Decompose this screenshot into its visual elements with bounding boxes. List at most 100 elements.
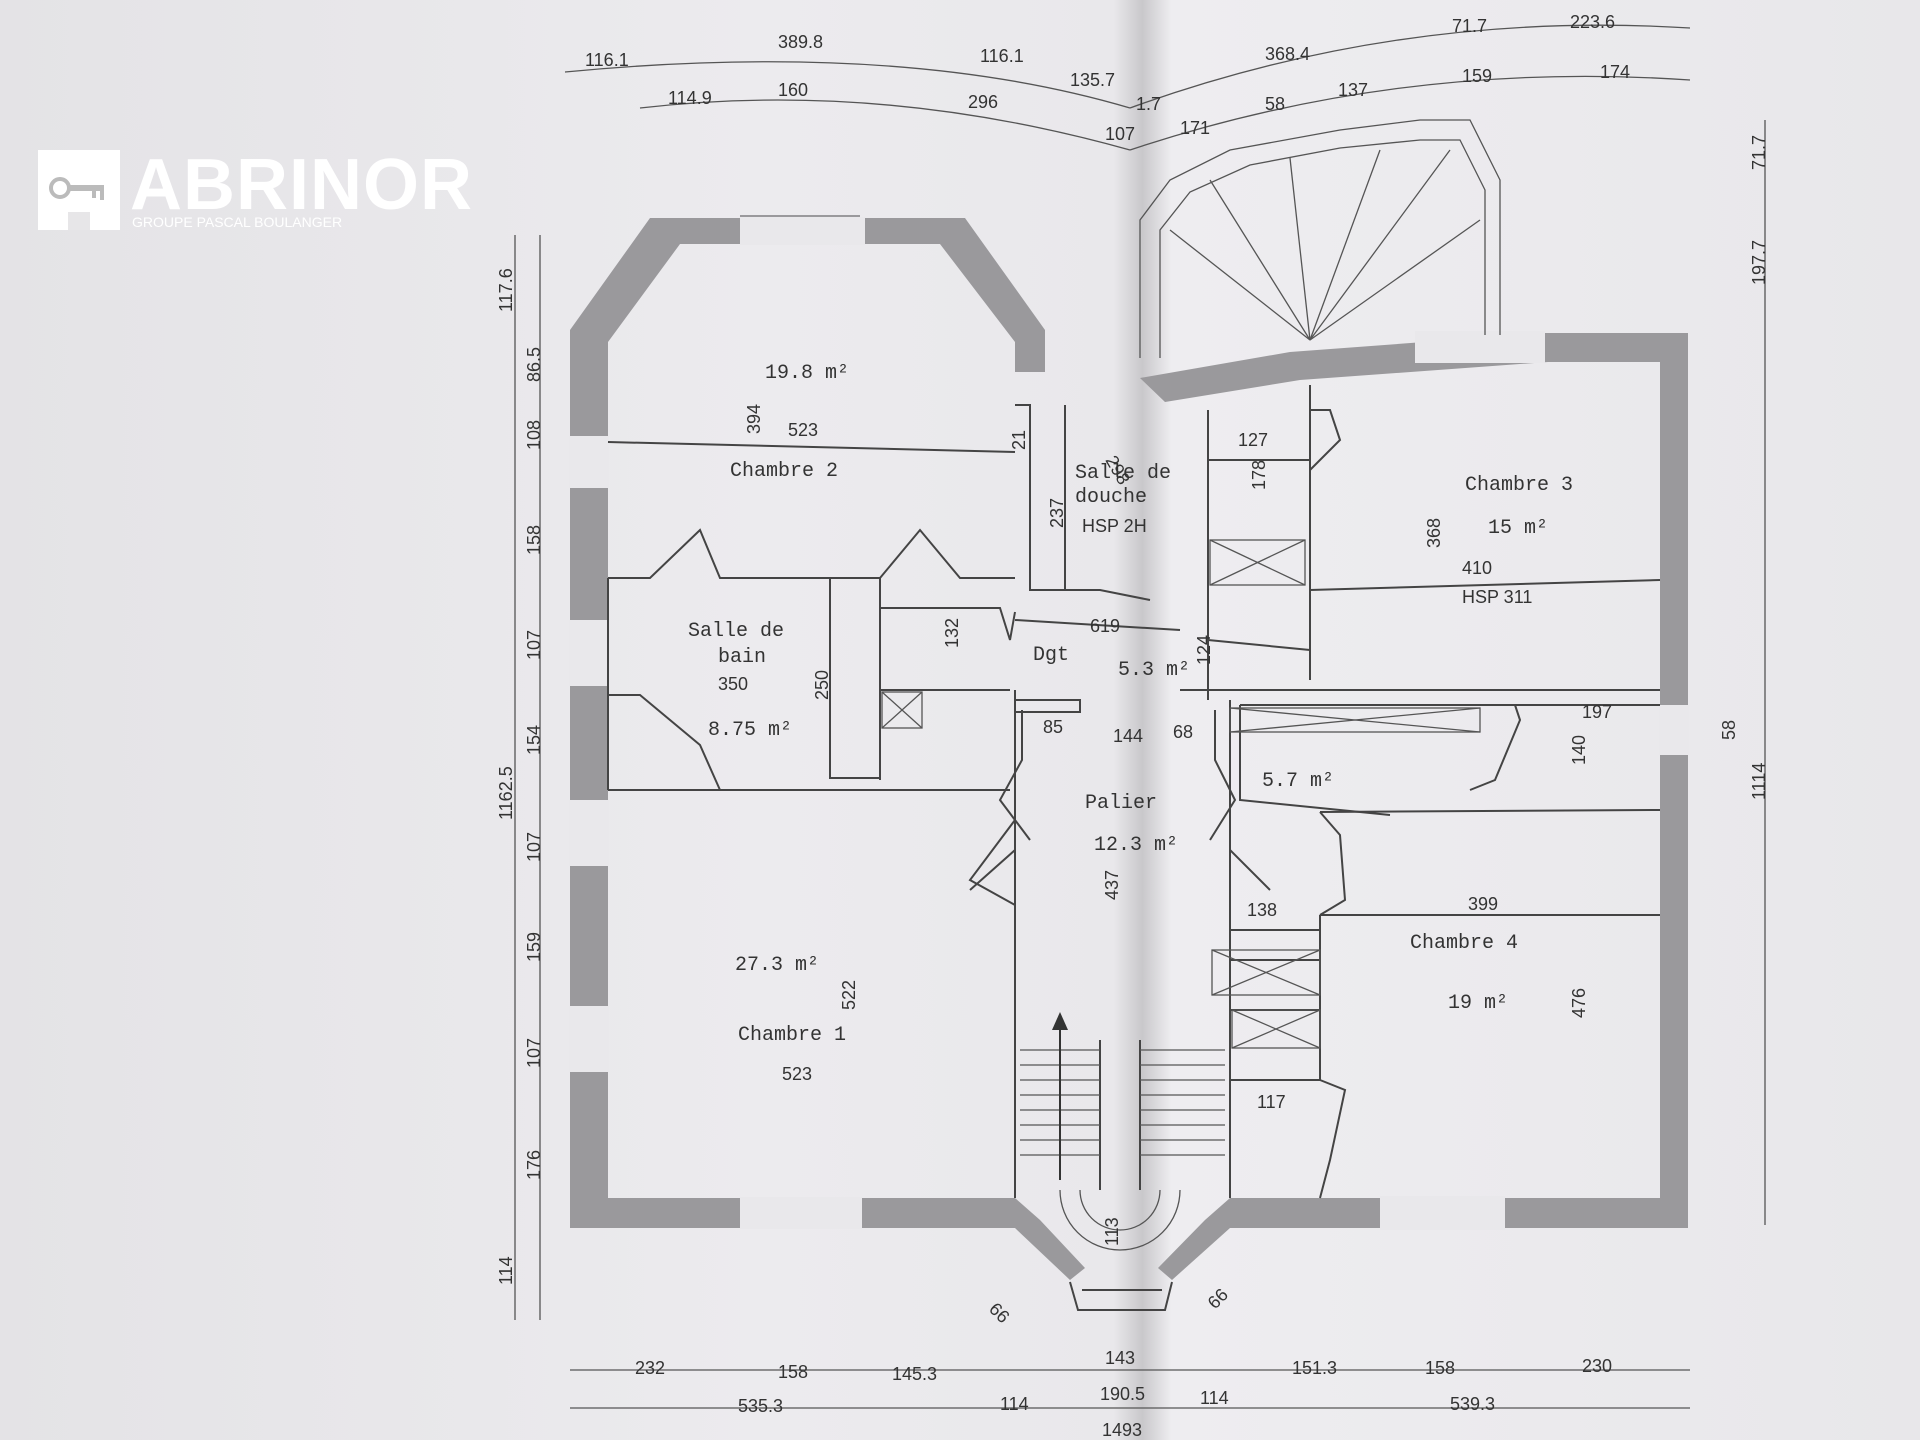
dim-total-left: 1162.5	[496, 766, 516, 820]
dim-label: 114	[1000, 1394, 1029, 1414]
room-name-sdb-line1: Salle de	[688, 620, 784, 643]
dim-label: 1.7	[1136, 94, 1161, 114]
dim-label: 21	[1009, 430, 1029, 450]
room-name-chambre3: Chambre 3	[1465, 474, 1573, 497]
room-area-dgt: 5.3 m²	[1118, 659, 1190, 682]
dim-label: 176	[524, 1150, 544, 1180]
dim-label: 107	[524, 630, 544, 660]
dim-label: 174	[1600, 62, 1630, 82]
dim-label: 58	[1265, 94, 1285, 114]
dim-label: 535.3	[738, 1396, 783, 1416]
walls-right	[1140, 333, 1688, 1228]
room-name-dgt: Dgt	[1033, 644, 1069, 667]
room-area-cellier: 5.7 m²	[1262, 770, 1334, 793]
top-dimension-labels: 116.1 389.8 116.1 135.7 368.4 71.7 223.6…	[585, 12, 1630, 144]
dim-label: 232	[635, 1358, 665, 1378]
dim-label: 143	[1105, 1348, 1135, 1368]
room-name-chambre1: Chambre 1	[738, 1024, 846, 1047]
dim-label: 394	[744, 404, 764, 434]
dim-label: 127	[1238, 430, 1268, 450]
dim-label: 230	[1582, 1356, 1612, 1376]
dim-label: 71.7	[1452, 16, 1487, 36]
dim-label: 138	[1247, 900, 1277, 920]
dim-label: 160	[778, 80, 808, 100]
room-note-douche: HSP 2H	[1082, 516, 1147, 536]
dim-label: 114.9	[668, 88, 712, 108]
dim-total-bottom: 1493	[1102, 1420, 1142, 1440]
dim-label: 85	[1043, 717, 1063, 737]
room-note-chambre3: HSP 311	[1462, 587, 1532, 607]
dim-label: 350	[718, 674, 748, 694]
dim-label: 190.5	[1100, 1384, 1145, 1404]
dim-label: 437	[1102, 870, 1122, 900]
room-labels: 19.8 m² Chambre 2 Salle de bain 8.75 m² …	[688, 362, 1573, 1047]
dim-label: 296	[968, 92, 998, 112]
dim-label: 539.3	[1450, 1394, 1495, 1414]
dim-label: 124	[1194, 635, 1214, 665]
dim-label: 171	[1180, 118, 1210, 138]
dim-label: 71.7	[1749, 135, 1769, 170]
dim-label: 368.4	[1265, 44, 1310, 64]
dim-label: 117	[1257, 1092, 1286, 1112]
entrance	[1015, 1198, 1230, 1311]
dim-label: 107	[524, 832, 544, 862]
dim-label: 159	[524, 932, 544, 962]
dim-label: 476	[1569, 988, 1589, 1018]
dim-label: 114	[496, 1256, 516, 1285]
dim-label: 144	[1113, 726, 1143, 746]
dim-label: 116.1	[585, 50, 629, 70]
left-dimension-labels: 117.6 86.5 108 158 107 154 107 159 107 1…	[496, 268, 544, 1285]
room-name-chambre4: Chambre 4	[1410, 932, 1518, 955]
dim-label: 132	[942, 618, 962, 648]
dim-label: 154	[524, 725, 544, 755]
dim-label: 399	[1468, 894, 1498, 914]
dim-label: 145.3	[892, 1364, 937, 1384]
dim-label: 389.8	[778, 32, 823, 52]
dim-label: 66	[1204, 1285, 1232, 1313]
dim-label: 137	[1338, 80, 1368, 100]
dim-label: 68	[1173, 722, 1193, 742]
dim-label: 619	[1090, 616, 1120, 636]
dim-label: 135.7	[1070, 70, 1115, 90]
brand-name: ABRINOR	[130, 145, 473, 225]
room-area-palier: 12.3 m²	[1094, 834, 1178, 857]
room-area-chambre4: 19 m²	[1448, 992, 1508, 1015]
key-icon	[38, 150, 120, 230]
stair-arrow-icon	[1052, 1012, 1068, 1180]
dimension-lines	[514, 24, 1766, 1409]
cupboards	[881, 539, 1481, 1049]
brand-tagline: GROUPE PASCAL BOULANGER	[132, 214, 343, 230]
room-name-chambre2: Chambre 2	[730, 460, 838, 483]
dim-label: 522	[839, 980, 859, 1010]
right-dimension-labels: 71.7 197.7 58 1114	[1719, 135, 1769, 800]
dim-label: 58	[1719, 720, 1739, 740]
room-name-sdb-line2: bain	[718, 646, 766, 669]
room-name-douche-line1: Salle de	[1075, 462, 1171, 485]
dim-label: 410	[1462, 558, 1492, 578]
dim-label: 197	[1582, 702, 1612, 722]
room-area-chambre1: 27.3 m²	[735, 954, 819, 977]
dim-label: 178	[1249, 460, 1269, 490]
room-name-douche-line2: douche	[1075, 486, 1147, 509]
dim-label: 523	[782, 1064, 812, 1084]
dim-label: 114	[1200, 1388, 1229, 1408]
window-openings-left	[569, 217, 865, 1229]
dim-label: 250	[812, 670, 832, 700]
dim-label: 140	[1569, 735, 1589, 765]
room-area-sdb: 8.75 m²	[708, 719, 792, 742]
stair-treads	[1020, 1049, 1225, 1156]
dim-label: 159	[1462, 66, 1492, 86]
dim-label: 116.1	[980, 46, 1024, 66]
dim-label: 86.5	[524, 347, 544, 382]
interior-walls	[607, 385, 1661, 1251]
dim-label: 158	[524, 525, 544, 555]
dim-label: 237	[1047, 498, 1067, 528]
dim-label: 108	[524, 420, 544, 450]
dim-label: 107	[1105, 124, 1135, 144]
inner-dimension-labels: 394 523 21 298 237 127 178 368 410 132 6…	[718, 404, 1612, 1327]
dim-label: 158	[1425, 1358, 1455, 1378]
dim-label: 151.3	[1292, 1358, 1337, 1378]
dim-label: 113	[1102, 1217, 1122, 1246]
window-openings-right	[1380, 331, 1689, 1230]
